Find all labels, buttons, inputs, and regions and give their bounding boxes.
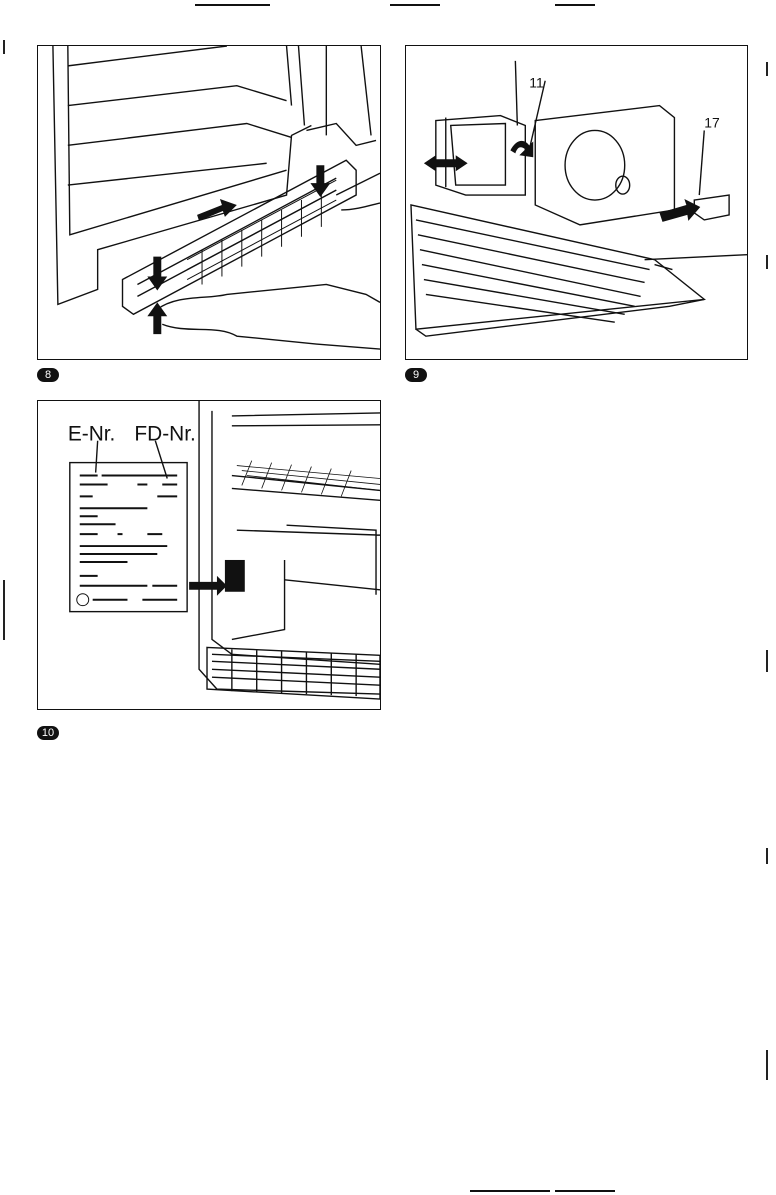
figure-8-illustration: [37, 45, 381, 360]
edge-mark: [3, 40, 5, 54]
figure-number-badge: 10: [37, 726, 59, 740]
figure-9-illustration: 11 17: [405, 45, 748, 360]
print-mark: [390, 4, 440, 6]
edge-mark: [766, 650, 768, 672]
figure-number-badge: 9: [405, 368, 427, 382]
label-e-nr: E-Nr.: [68, 423, 116, 446]
edge-mark: [766, 848, 768, 864]
print-mark: [555, 1190, 615, 1192]
callout-11: 11: [529, 75, 544, 91]
print-mark: [195, 4, 270, 6]
edge-mark: [766, 62, 768, 76]
figure-10-illustration: E-Nr. FD-Nr.: [37, 400, 381, 710]
edge-mark: [766, 255, 768, 269]
print-mark: [555, 4, 595, 6]
label-fd-nr: FD-Nr.: [134, 423, 195, 446]
figure-number-badge: 8: [37, 368, 59, 382]
edge-mark: [3, 580, 5, 640]
edge-mark: [766, 1050, 768, 1080]
callout-17: 17: [704, 114, 720, 130]
print-mark: [470, 1190, 550, 1192]
